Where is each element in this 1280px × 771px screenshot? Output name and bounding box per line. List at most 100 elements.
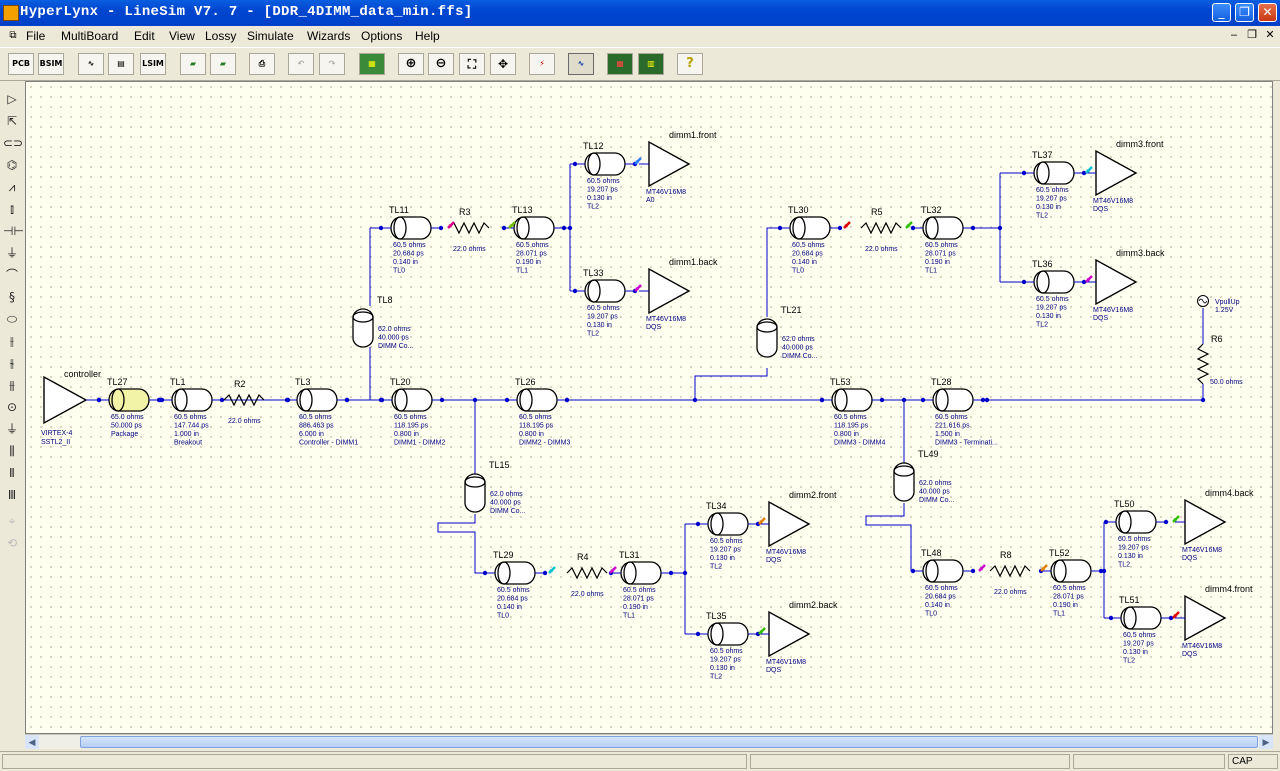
zoom-out-icon[interactable]: ⊖: [428, 53, 454, 75]
rl-icon[interactable]: ⫳: [9, 356, 15, 370]
ground-icon[interactable]: ⏚: [5, 422, 18, 436]
stackup-icon[interactable]: ▰: [180, 53, 206, 75]
voltage-source-icon[interactable]: ⊙: [6, 400, 18, 414]
via-icon[interactable]: ⌬: [6, 158, 18, 172]
crosstalk-icon[interactable]: ▥: [638, 53, 664, 75]
mdi-minimize-button[interactable]: –: [1230, 29, 1238, 41]
capacitor-vertical-icon[interactable]: ⏚: [5, 246, 18, 260]
resistor-icon[interactable]: ⩘: [8, 180, 16, 194]
redo-icon[interactable]: ↷: [319, 53, 345, 75]
undo-icon[interactable]: ↶: [288, 53, 314, 75]
report-icon[interactable]: ▤: [108, 53, 134, 75]
pan-icon[interactable]: ✥: [490, 53, 516, 75]
document-icon[interactable]: ⧉: [9, 30, 17, 41]
multi-line-icon[interactable]: Ⅲ: [7, 488, 17, 502]
inductor-icon[interactable]: ⌒: [5, 268, 18, 282]
scroll-right-icon[interactable]: ▶: [1259, 735, 1273, 749]
help-icon[interactable]: ?: [677, 53, 703, 75]
mdi-close-button[interactable]: ✕: [1265, 29, 1275, 41]
inductor-vertical-icon[interactable]: §: [9, 290, 15, 304]
lsim-button[interactable]: LSIM: [140, 53, 166, 75]
rotate-icon[interactable]: ⟲: [6, 536, 18, 550]
zoom-in-icon[interactable]: ⊕: [398, 53, 424, 75]
rc-icon[interactable]: ⫲: [10, 334, 14, 348]
scroll-thumb[interactable]: [80, 736, 1258, 748]
menu-help[interactable]: Help: [415, 29, 440, 43]
close-button[interactable]: ✕: [1258, 3, 1277, 22]
pointer-icon[interactable]: ⇱: [6, 114, 18, 128]
menu-file[interactable]: File: [26, 29, 46, 43]
connector-icon[interactable]: ⫼: [9, 444, 15, 458]
menu-view[interactable]: View: [169, 29, 195, 43]
ic-buffer-icon[interactable]: ▷: [7, 92, 17, 106]
terminator-wizard-icon[interactable]: ⚡: [529, 53, 555, 75]
ferrite-icon[interactable]: ⬭: [6, 312, 18, 326]
mdi-restore-button[interactable]: ❐: [1247, 29, 1257, 41]
waveform-doc-icon[interactable]: ∿: [78, 53, 104, 75]
zoom-fit-icon[interactable]: ⛶: [459, 53, 485, 75]
rlc-icon[interactable]: ⫵: [9, 378, 15, 392]
eye-diagram-icon[interactable]: ▦: [607, 53, 633, 75]
print-icon[interactable]: ⎙: [249, 53, 275, 75]
menu-multiboard[interactable]: MultiBoard: [61, 29, 119, 43]
menu-simulate[interactable]: Simulate: [247, 29, 294, 43]
minimize-button[interactable]: _: [1212, 3, 1231, 22]
transmission-line-icon[interactable]: ⊂⊃: [3, 136, 24, 150]
cable-icon[interactable]: Ⅱ: [9, 466, 15, 480]
menu-edit[interactable]: Edit: [134, 29, 155, 43]
restore-button[interactable]: ❐: [1235, 3, 1254, 22]
scroll-left-icon[interactable]: ◀: [25, 735, 39, 749]
grid-icon[interactable]: ▦: [359, 53, 385, 75]
pcb-button[interactable]: PCB: [8, 53, 34, 75]
capacitor-icon[interactable]: ⊣⊢: [3, 224, 24, 238]
layer-icon[interactable]: ▰: [210, 53, 236, 75]
menu-wizards[interactable]: Wizards: [307, 29, 351, 43]
coupling-icon[interactable]: ⌖: [8, 514, 16, 528]
menu-options[interactable]: Options: [361, 29, 403, 43]
menu-lossy[interactable]: Lossy: [205, 29, 237, 43]
bsim-button[interactable]: BSIM: [38, 53, 64, 75]
resistor-vertical-icon[interactable]: ⫾: [10, 202, 14, 216]
